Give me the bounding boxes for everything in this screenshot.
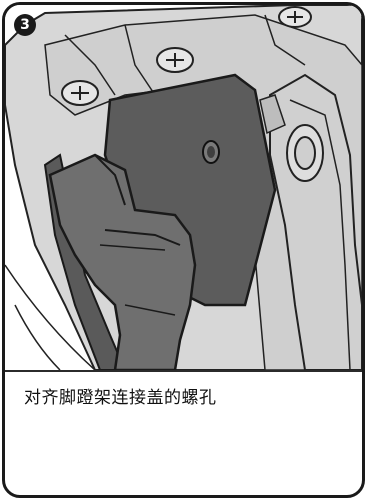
- screw-icon: [278, 6, 312, 28]
- instruction-caption: 对齐脚蹬架连接盖的螺孔: [24, 388, 217, 408]
- screw-icon: [156, 47, 194, 73]
- pedal-cover-alignment-illustration: [5, 5, 362, 370]
- step-number-badge: 3: [14, 14, 36, 36]
- divider: [5, 370, 362, 372]
- screw-icon: [61, 80, 99, 106]
- bolt-icon: [286, 124, 324, 182]
